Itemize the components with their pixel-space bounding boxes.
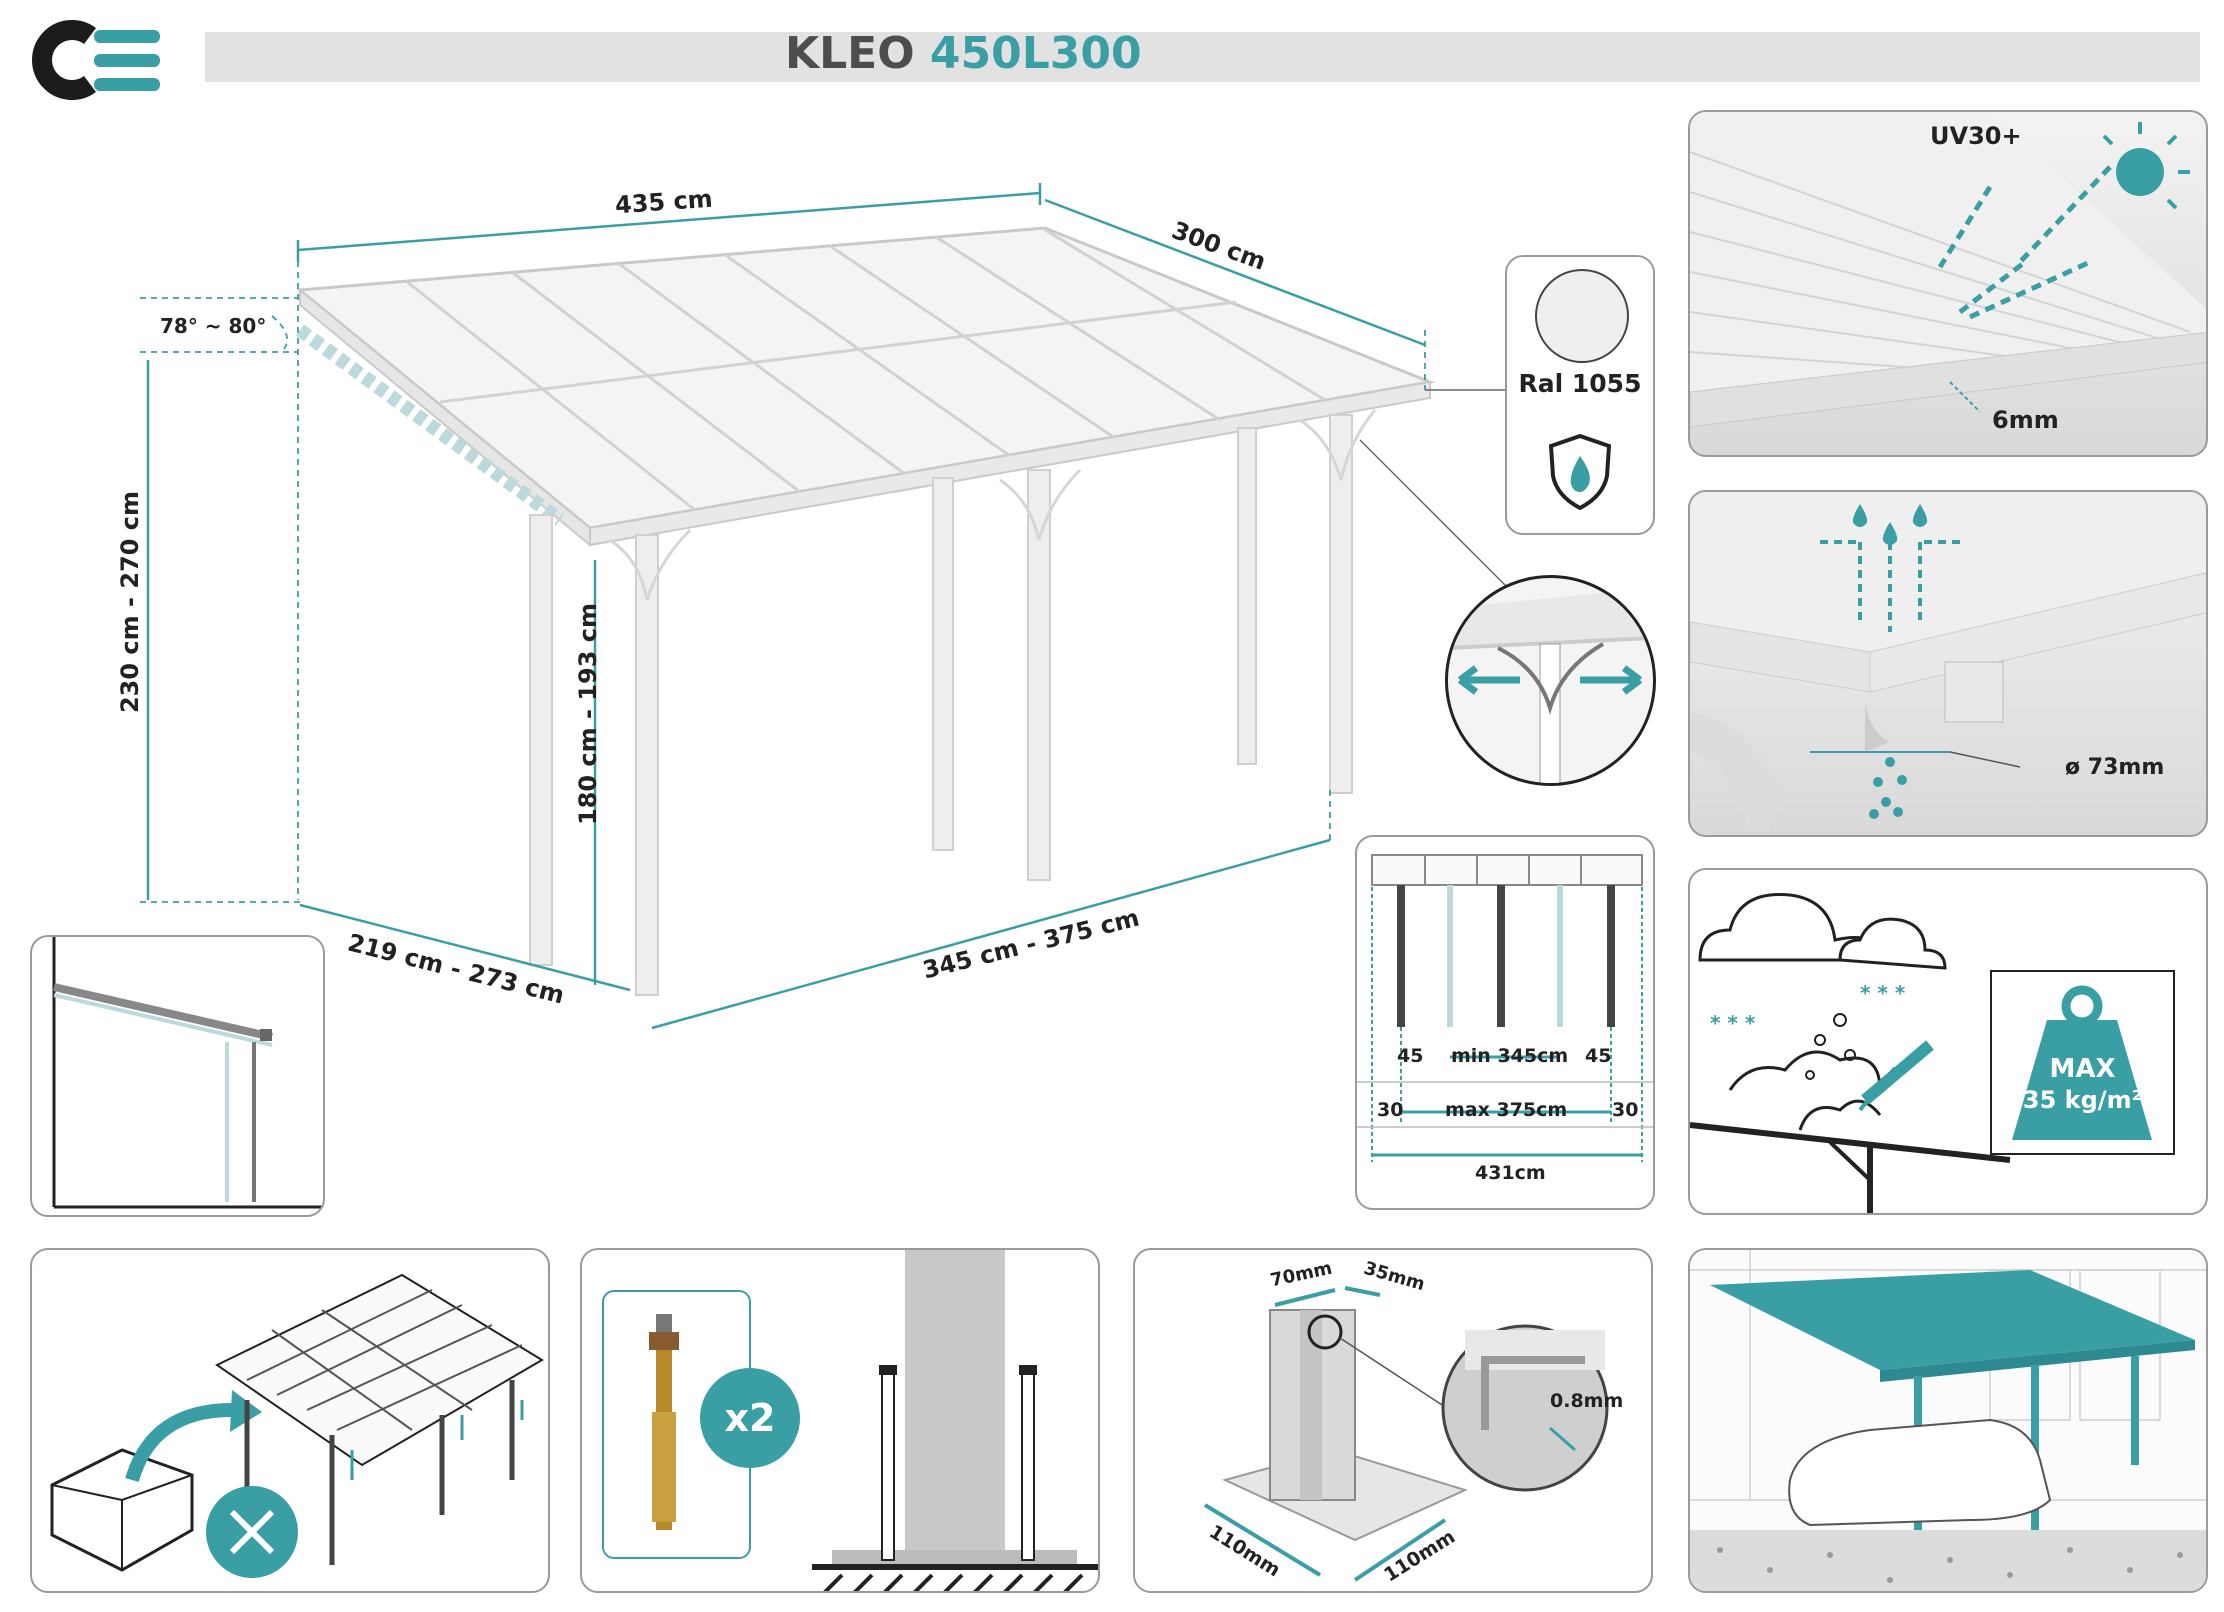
gutter-panel: ø 73mm <box>1688 490 2208 837</box>
main-pergola-drawing <box>0 0 1450 1060</box>
min-span-label: min 345cm <box>1451 1045 1569 1067</box>
left-edge-label: 30 <box>1377 1099 1404 1121</box>
quantity-badge <box>700 1368 800 1468</box>
post-detail-panel: 70mm 35mm 0.8mm 110mm 110mm <box>1133 1248 1653 1593</box>
assembly-panel <box>30 1248 550 1593</box>
thickness-label: 6mm <box>1992 406 2059 434</box>
post-spacing-panel: 45 min 345cm 45 30 max 375cm 30 431cm <box>1355 835 1655 1210</box>
total-width-label: 431cm <box>1475 1162 1546 1184</box>
anchor-panel: x2 <box>580 1248 1100 1593</box>
uv-label: UV30+ <box>1930 122 2022 150</box>
water-shield-icon <box>1545 432 1615 516</box>
angle-label: 78° ~ 80° <box>160 314 267 338</box>
header-bar <box>205 32 2200 82</box>
title-model: 450L300 <box>929 28 1142 79</box>
bracket-zoom-circle <box>1445 575 1656 786</box>
load-value: 35 kg/m² <box>2022 1086 2143 1114</box>
anchor-bolt-box <box>602 1290 751 1559</box>
max-label: MAX <box>2049 1054 2116 1084</box>
gutter-diameter-label: ø 73mm <box>2065 755 2165 780</box>
max-span-label: max 375cm <box>1445 1099 1568 1121</box>
wall-connection-panel <box>30 935 325 1217</box>
uv-panel: UV30+ 6mm <box>1688 110 2208 457</box>
anchor-post-drawing <box>812 1250 1098 1591</box>
ral-label: Ral 1055 <box>1518 369 1642 398</box>
svg-text:* * *: * * * <box>1710 1011 1756 1035</box>
page-title: KLEO 450L300 <box>785 28 1142 79</box>
logo <box>28 18 168 102</box>
color-swatch-icon <box>1535 269 1629 363</box>
quantity-label: x2 <box>724 1396 776 1440</box>
title-brand: KLEO <box>785 28 915 79</box>
wall-thickness-label: 0.8mm <box>1550 1390 1624 1412</box>
leader-lines <box>1359 389 1521 601</box>
color-panel: Ral 1055 <box>1505 255 1655 535</box>
load-panel: * * * * * * MAX 35 kg/m² <box>1688 868 2208 1215</box>
svg-text:* * *: * * * <box>1860 981 1906 1005</box>
carport-scene-panel <box>1688 1248 2208 1593</box>
load-callout: MAX 35 kg/m² <box>1990 970 2175 1155</box>
right-overhang-label: 45 <box>1585 1045 1612 1067</box>
right-edge-label: 30 <box>1612 1099 1639 1121</box>
left-overhang-label: 45 <box>1397 1045 1424 1067</box>
